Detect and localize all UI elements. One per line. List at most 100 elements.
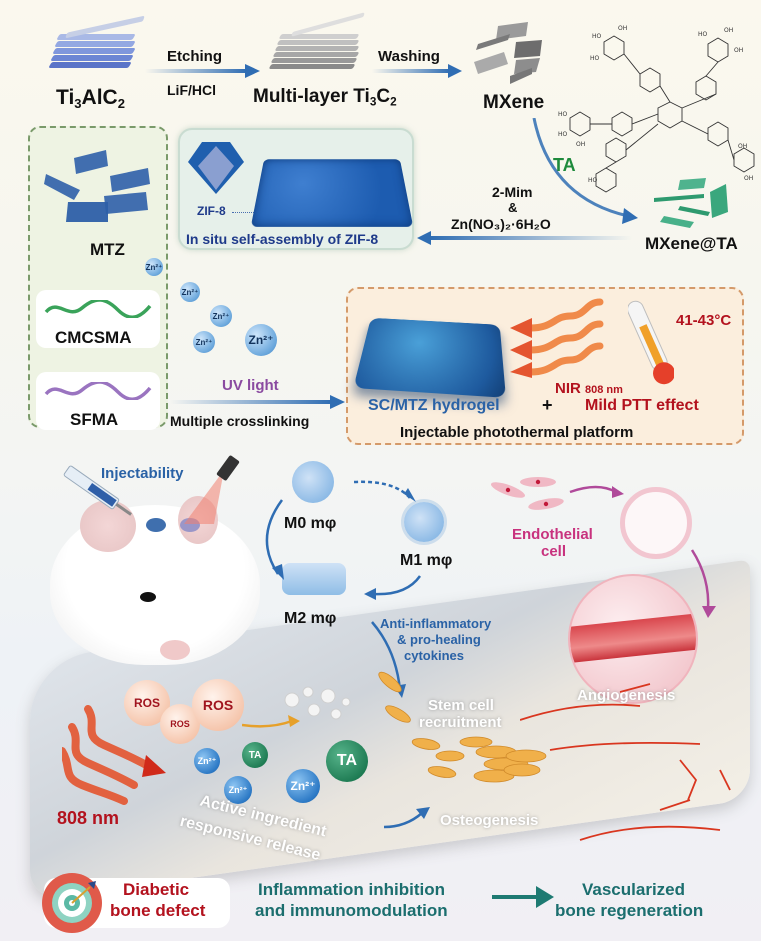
zn-ion: Zn²⁺ xyxy=(194,748,220,774)
cytokines-line1: Anti-inflammatory xyxy=(380,616,492,631)
ta-label: TA xyxy=(553,155,576,175)
m0-to-m2-arrow xyxy=(265,499,284,580)
svg-text:HO: HO xyxy=(592,33,602,40)
target-icon xyxy=(42,873,102,933)
sfma-chain-icon xyxy=(44,382,152,400)
capillaries-illustration xyxy=(520,683,731,841)
zif-reagents-line3: Zn(NO₃)₂·6H₂O xyxy=(451,216,551,232)
inhibition-label-line2: and immunomodulation xyxy=(255,901,448,920)
zif-formation-arrow xyxy=(417,231,632,245)
zn-ion: Zn²⁺ xyxy=(286,769,320,803)
endothelial-label-line1: Endothelial xyxy=(512,526,593,543)
multilayer-ti3c2-label: Multi-layer Ti3C2 xyxy=(253,86,397,109)
ta-ball: TA xyxy=(242,742,268,768)
zn-ion: Zn²⁺ xyxy=(145,258,163,276)
mxene-ta-flakes-illustration xyxy=(654,178,728,228)
m0-to-m1-dotted-arrow xyxy=(354,480,416,502)
nir-heat-waves-icon xyxy=(510,298,604,378)
mxene-flakes-illustration xyxy=(474,22,542,84)
svg-text:HO: HO xyxy=(588,177,598,184)
regeneration-label-line2: bone regeneration xyxy=(555,901,704,920)
crosslinking-label: Multiple crosslinking xyxy=(170,413,310,429)
uv-light-label: UV light xyxy=(222,377,279,394)
inhibition-label-line1: Inflammation inhibition xyxy=(258,880,445,899)
ta-ball: TA xyxy=(326,740,368,782)
osteogenesis-label: Osteogenesis xyxy=(440,812,539,829)
zif8-pointer-line xyxy=(232,212,258,213)
m1-macrophage-icon xyxy=(404,502,444,542)
svg-text:HO: HO xyxy=(558,131,568,138)
mxene-label: MXene xyxy=(483,92,545,113)
cmcsma-label: CMCSMA xyxy=(55,328,132,347)
m2-label: M2 mφ xyxy=(284,610,337,627)
zif-reagents-line1: 2-Mim xyxy=(492,184,533,200)
svg-text:OH: OH xyxy=(738,143,747,150)
zif8-crystal-icon xyxy=(188,142,244,194)
stem-cell-label-line2: recruitment xyxy=(419,714,502,731)
ti3alc2-label: Ti3AlC2 xyxy=(56,86,125,111)
zif-reagents-line2: & xyxy=(508,200,518,215)
zn-ion: Zn²⁺ xyxy=(180,282,200,302)
zif8-caption: In situ self-assembly of ZIF-8 xyxy=(186,231,379,247)
hydrogel-label: SC/MTZ hydrogel xyxy=(368,397,500,414)
plus-sign: + xyxy=(542,395,553,415)
m1-to-m2-arrow xyxy=(364,575,422,600)
svg-text:OH: OH xyxy=(576,141,585,148)
cmcsma-chain-icon xyxy=(44,300,152,318)
zn-ion: Zn²⁺ xyxy=(245,324,277,356)
etching-label: Etching xyxy=(167,48,222,65)
endothelial-to-vessel-arrow xyxy=(569,485,624,498)
m0-macrophage-icon xyxy=(292,461,334,503)
cytokines-line3: cytokines xyxy=(404,648,464,663)
stem-cell-label-line1: Stem cell xyxy=(428,697,494,714)
injectability-label: Injectability xyxy=(101,465,184,482)
mxene-to-mxene-ta-arrow xyxy=(532,118,638,224)
rat-eye xyxy=(140,592,156,602)
temperature-label: 41-43°C xyxy=(676,312,732,329)
etching-arrow xyxy=(145,64,260,78)
mxene-ta-label: MXene@TA xyxy=(645,234,738,253)
svg-text:HO: HO xyxy=(698,31,708,38)
osteogenesis-arrow xyxy=(384,807,430,829)
scavenged-bubbles-icon xyxy=(284,686,351,720)
thermometer-icon xyxy=(628,300,674,385)
zn-ion: Zn²⁺ xyxy=(210,305,232,327)
vessel-cross-section-icon xyxy=(620,487,692,559)
m0-label: M0 mφ xyxy=(284,515,337,532)
cytokines-line2: & pro-healing xyxy=(397,632,481,647)
m2-macrophage-icon xyxy=(282,563,346,595)
mild-ptt-label: Mild PTT effect xyxy=(585,397,699,414)
rat-nose xyxy=(160,640,190,660)
multilayer-ti3c2-illustration xyxy=(262,12,365,80)
hydrogel-block-illustration xyxy=(353,317,506,398)
svg-text:OH: OH xyxy=(734,47,743,54)
cmcsma-card xyxy=(36,290,160,348)
svg-text:OH: OH xyxy=(618,25,627,32)
regeneration-label-line1: Vascularized xyxy=(582,880,686,899)
platform-caption: Injectable photothermal platform xyxy=(400,424,634,441)
nir-808-label: 808 nm xyxy=(57,808,120,828)
implant-site-blue xyxy=(146,518,166,532)
lif-hcl-label: LiF/HCl xyxy=(167,82,216,98)
ros-scavenging-arrow xyxy=(242,715,300,728)
m1-label: M1 mφ xyxy=(400,552,453,569)
nir-label: NIR 808 nm xyxy=(555,380,623,397)
ros-bubble: ROS xyxy=(192,679,244,731)
defect-label-line1: Diabetic xyxy=(123,880,190,899)
mtz-surface-illustration xyxy=(250,159,414,227)
mtz-label: MTZ xyxy=(90,240,125,259)
nir-waves-icon xyxy=(62,705,166,805)
vessel-to-angiogenesis-arrow xyxy=(690,549,716,618)
svg-text:OH: OH xyxy=(744,175,753,182)
blood-vessel-magnifier xyxy=(568,574,698,704)
mtz-sheets-illustration xyxy=(44,150,150,222)
angiogenesis-label: Angiogenesis xyxy=(577,687,676,704)
stem-cells-illustration xyxy=(378,671,547,783)
endothelial-label-line2: cell xyxy=(541,543,567,560)
zn-ion: Zn²⁺ xyxy=(193,331,215,353)
endothelial-cells-icon xyxy=(490,477,564,510)
crosslinking-arrow xyxy=(170,395,345,409)
svg-text:HO: HO xyxy=(558,111,568,118)
defect-label-line2: bone defect xyxy=(110,901,206,920)
